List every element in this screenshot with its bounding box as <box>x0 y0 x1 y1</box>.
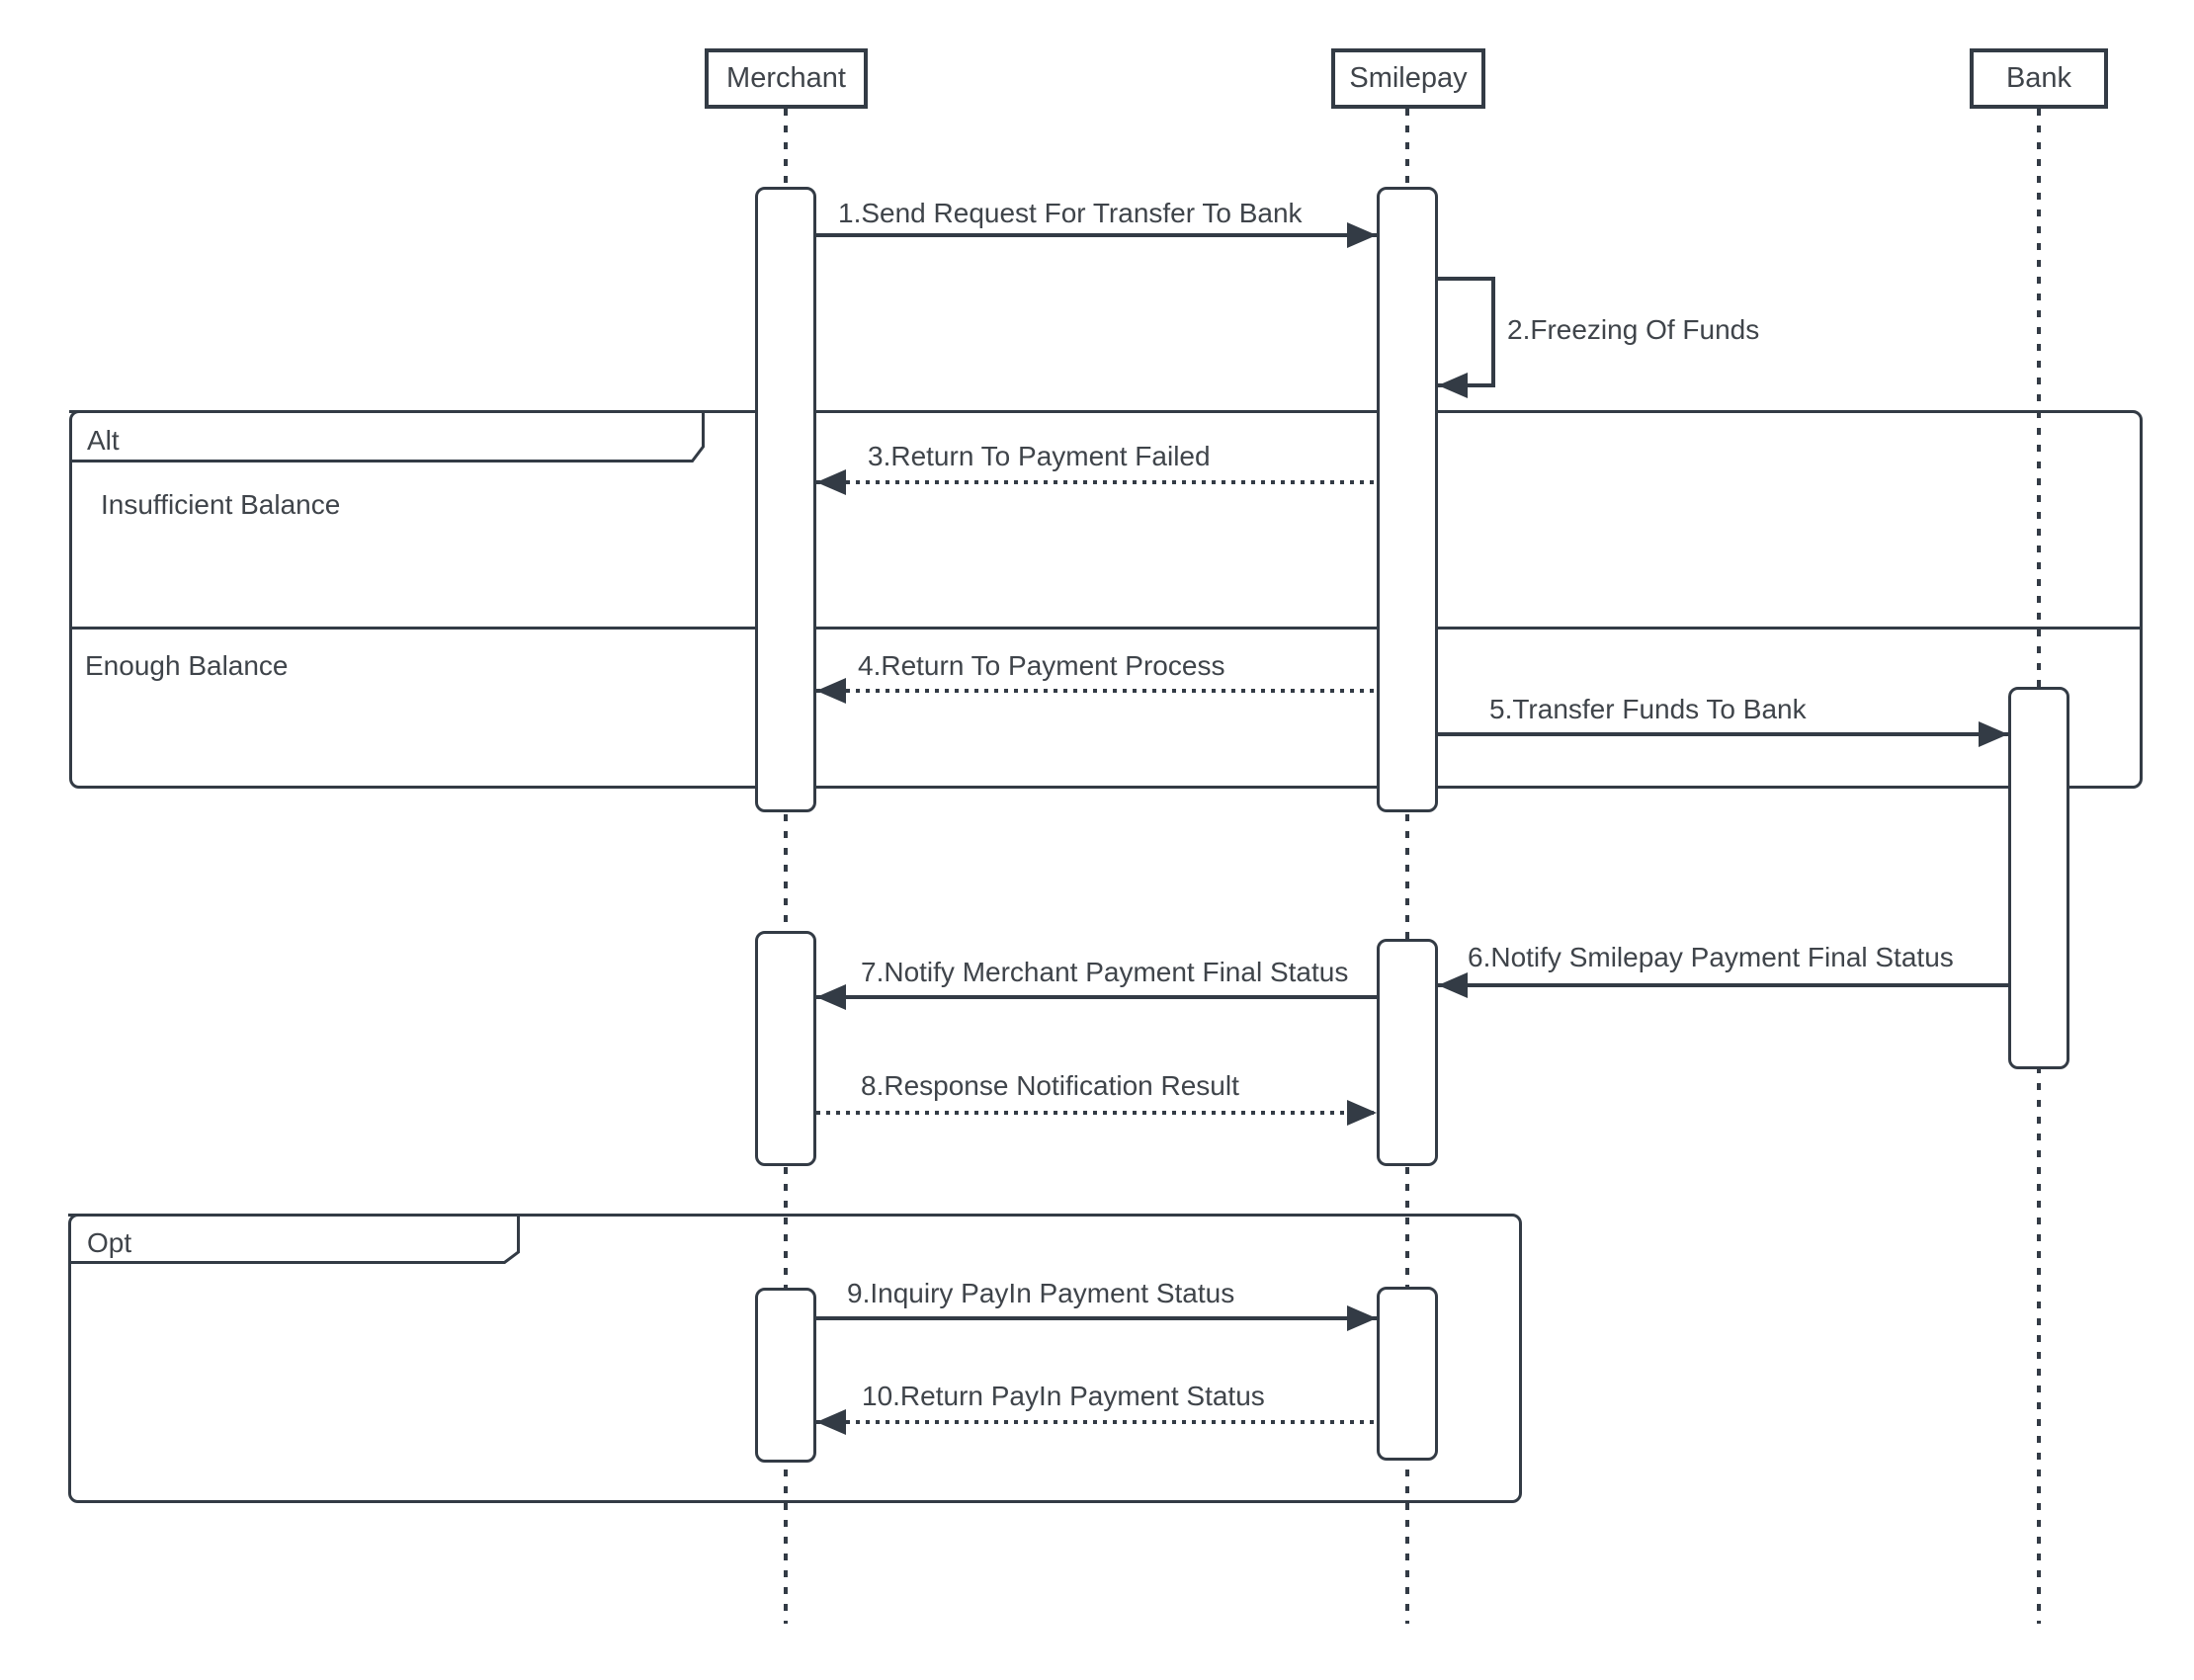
message-4-line <box>816 689 1377 693</box>
message-6-label: 6.Notify Smilepay Payment Final Status <box>1468 942 1954 972</box>
actor-label-bank: Bank <box>2005 62 2072 94</box>
message-6-line <box>1438 983 2008 987</box>
message-1-arrowhead <box>1347 222 1377 248</box>
message-10-arrowhead <box>816 1409 846 1435</box>
actor-box-bank: Bank <box>1970 48 2108 109</box>
merchant-activation-1 <box>755 187 816 812</box>
alt-section-1-label: Insufficient Balance <box>101 489 341 520</box>
lifeline-merchant <box>784 109 788 1624</box>
message-9-line <box>816 1316 1377 1320</box>
message-3-line <box>816 480 1377 484</box>
message-6-arrowhead <box>1438 972 1468 998</box>
lifeline-smilepay <box>1405 109 1409 1624</box>
smilepay-activation-3 <box>1377 1287 1438 1461</box>
alt-section-divider <box>69 627 2143 630</box>
message-3-label: 3.Return To Payment Failed <box>868 441 1211 471</box>
message-7-line <box>816 995 1377 999</box>
opt-frame <box>68 1214 1522 1503</box>
alt-section-2-label: Enough Balance <box>85 650 289 681</box>
smilepay-activation-2 <box>1377 939 1438 1166</box>
message-1-label: 1.Send Request For Transfer To Bank <box>838 198 1303 228</box>
merchant-activation-2 <box>755 931 816 1166</box>
opt-label-shape <box>68 1214 520 1264</box>
actor-label-merchant: Merchant <box>726 62 846 94</box>
message-4-label: 4.Return To Payment Process <box>858 650 1225 681</box>
actor-box-smilepay: Smilepay <box>1331 48 1485 109</box>
message-7-label: 7.Notify Merchant Payment Final Status <box>861 957 1349 987</box>
bank-activation-1 <box>2008 687 2069 1069</box>
message-5-line <box>1438 732 2008 736</box>
message-5-label: 5.Transfer Funds To Bank <box>1489 694 1807 724</box>
message-8-label: 8.Response Notification Result <box>861 1070 1239 1101</box>
message-8-arrowhead <box>1347 1100 1377 1126</box>
message-3-arrowhead <box>816 469 846 495</box>
actor-box-merchant: Merchant <box>705 48 868 109</box>
message-2-line-top <box>1438 277 1495 281</box>
message-1-line <box>816 233 1377 237</box>
smilepay-activation-1 <box>1377 187 1438 812</box>
message-10-line <box>816 1420 1377 1424</box>
message-9-label: 9.Inquiry PayIn Payment Status <box>847 1278 1235 1308</box>
message-2-arrowhead <box>1438 373 1468 398</box>
message-5-arrowhead <box>1979 721 2008 747</box>
message-8-line <box>816 1111 1377 1115</box>
message-2-label: 2.Freezing Of Funds <box>1507 314 1760 345</box>
actor-label-smilepay: Smilepay <box>1349 62 1468 94</box>
message-7-arrowhead <box>816 984 846 1010</box>
message-9-arrowhead <box>1347 1305 1377 1331</box>
message-10-label: 10.Return PayIn Payment Status <box>862 1381 1265 1411</box>
message-2-line-right <box>1491 277 1495 387</box>
message-4-arrowhead <box>816 678 846 704</box>
alt-frame <box>69 410 2143 789</box>
alt-label-shape <box>69 410 705 462</box>
opt-label: Opt <box>87 1227 132 1258</box>
merchant-activation-3 <box>755 1288 816 1463</box>
alt-label: Alt <box>87 425 120 456</box>
